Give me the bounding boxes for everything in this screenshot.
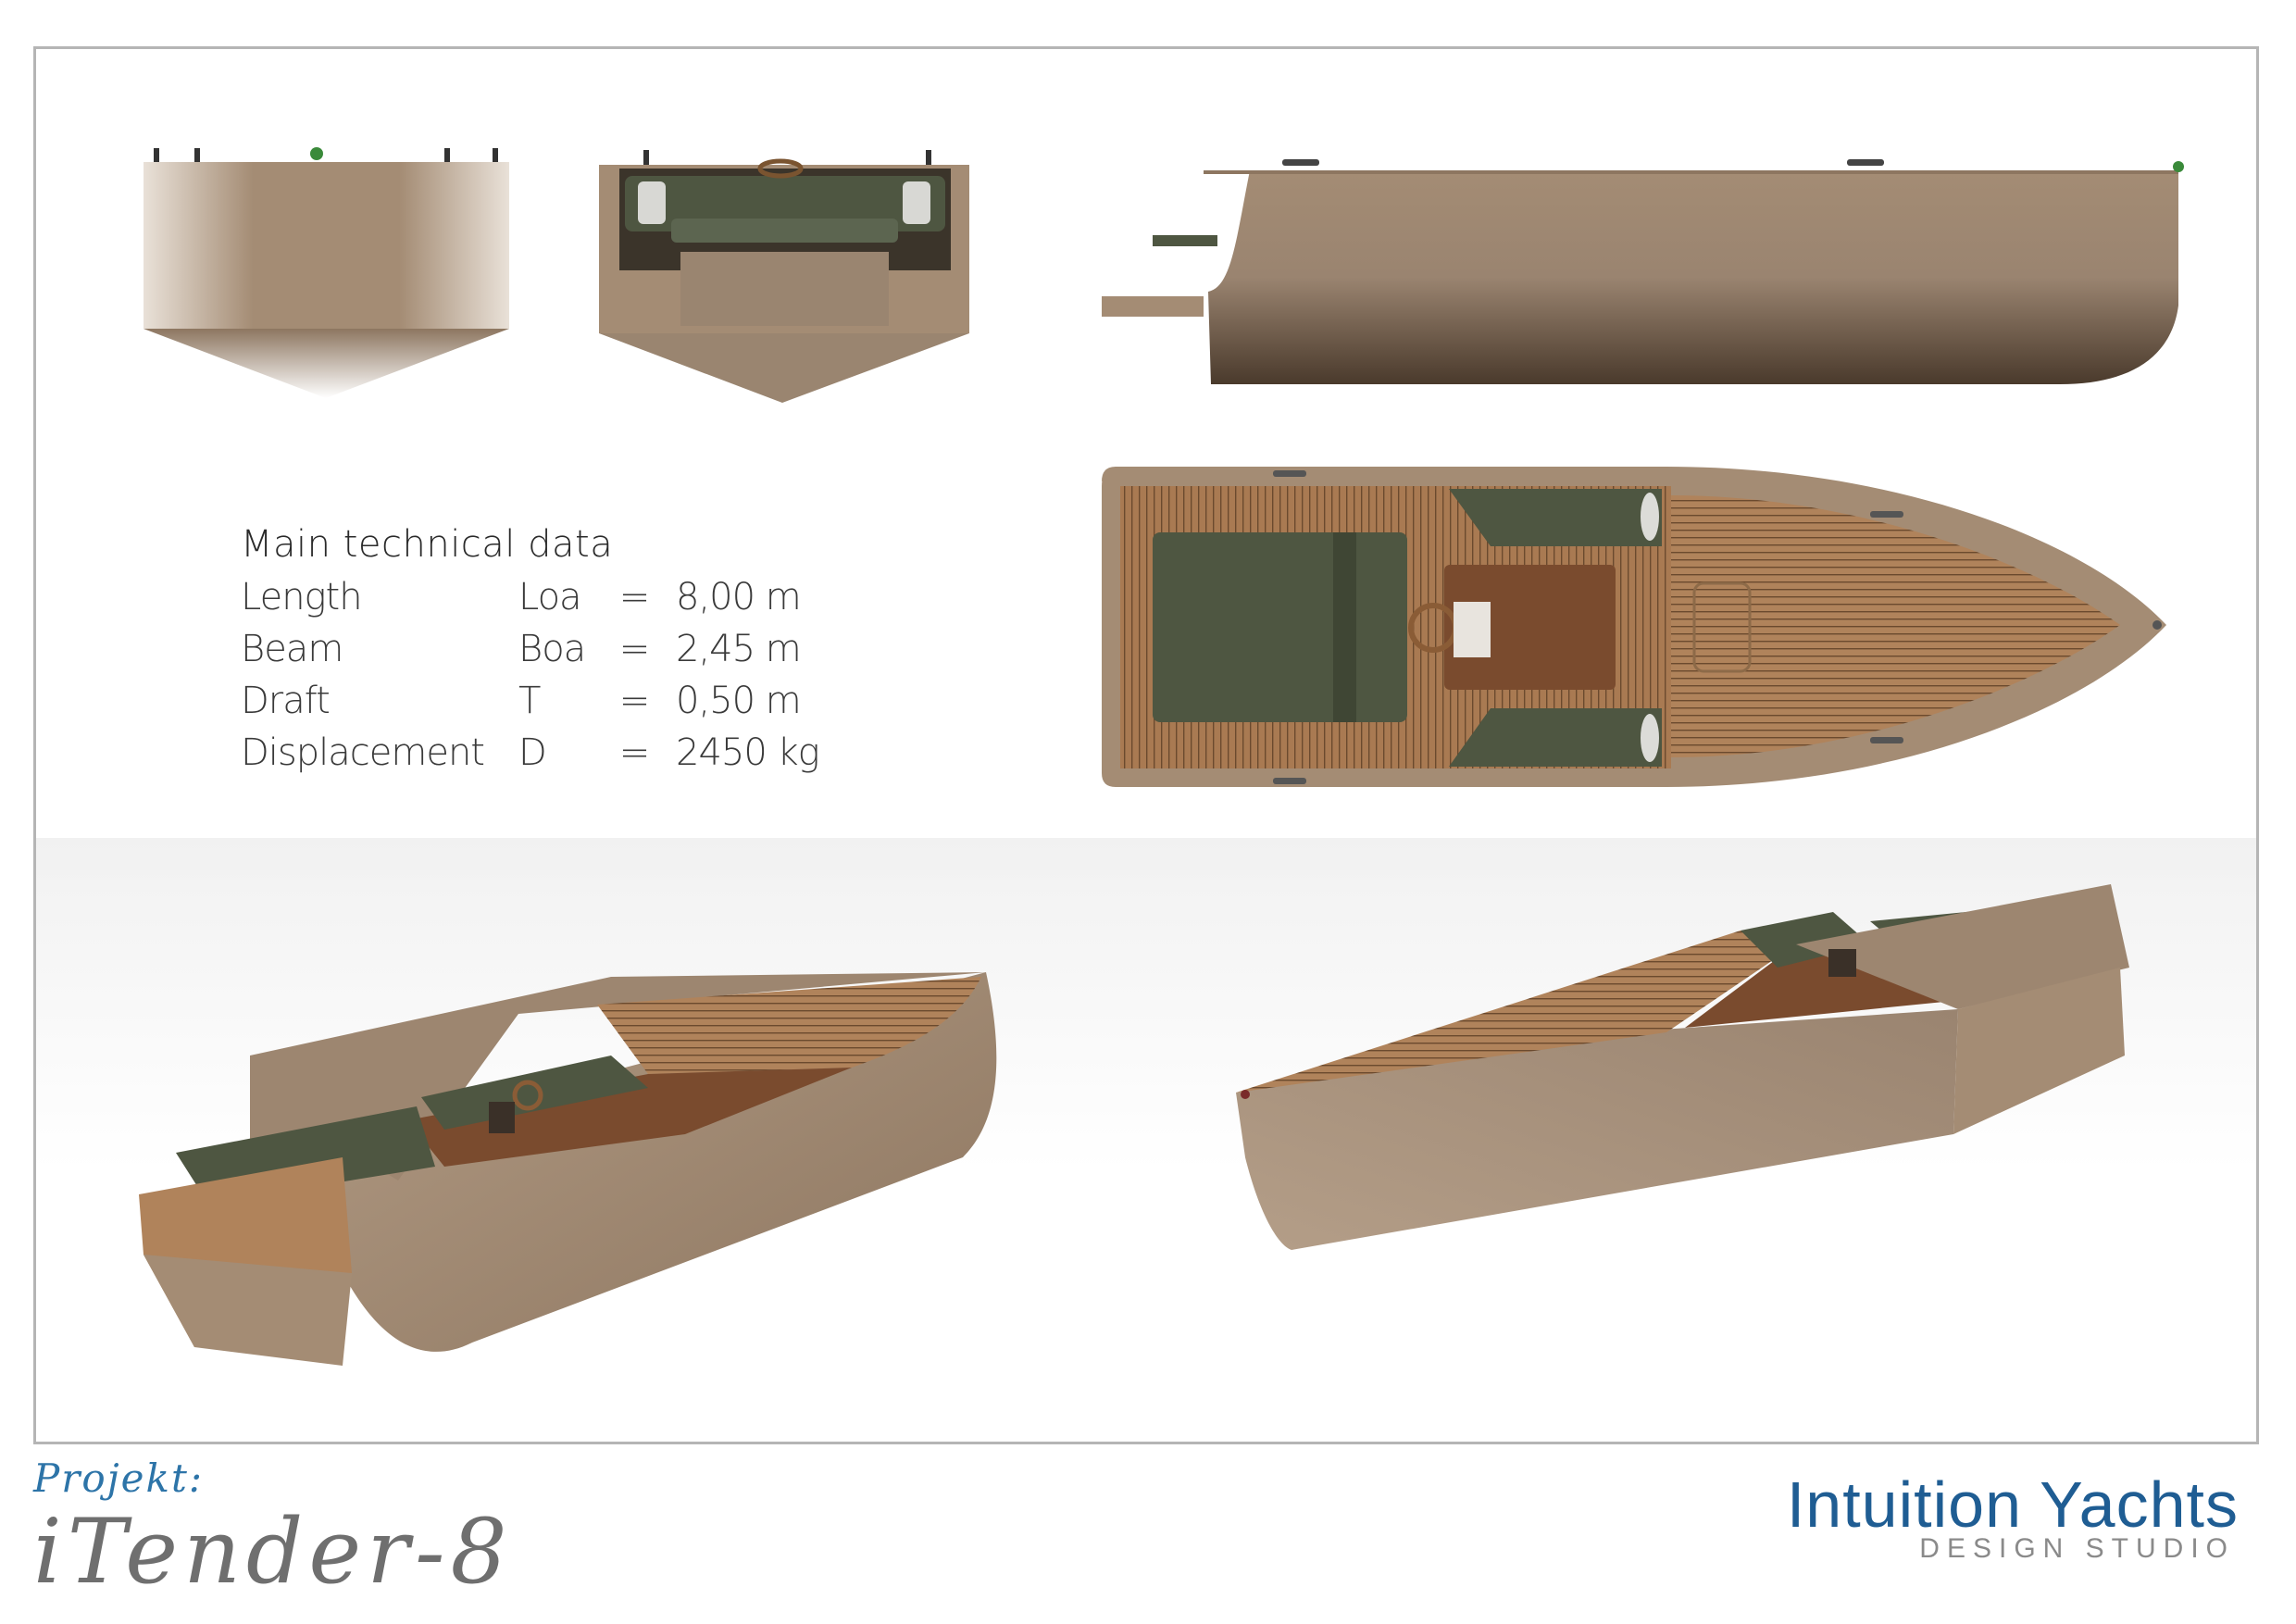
top-cleat-1	[1273, 470, 1306, 477]
p2-stern-platform	[1953, 968, 2125, 1134]
tech-value: 8,00 m	[676, 576, 802, 618]
top-cleat-2	[1273, 778, 1306, 784]
brand-name: Intuition Yachts	[1786, 1468, 2239, 1541]
rear-cleat-right	[926, 150, 931, 165]
side-cleat-bow	[1847, 159, 1884, 166]
tech-symbol: T	[518, 680, 541, 722]
tech-symbol: D	[518, 731, 547, 774]
side-nav-light	[2173, 161, 2184, 172]
p1-bow-deck	[597, 977, 981, 1074]
boat-perspective-bow-view	[1236, 884, 2129, 1250]
boat-perspective-stern-view	[139, 972, 997, 1366]
p1-console	[489, 1102, 515, 1133]
front-cleat-3	[444, 148, 450, 162]
side-rail-bar	[1204, 170, 2178, 174]
top-bow-light	[2152, 620, 2162, 630]
rear-cleat-left	[643, 150, 649, 165]
tech-value: 2450 kg	[676, 731, 820, 774]
p1-transom	[144, 1255, 352, 1366]
side-cleat-stern	[1282, 159, 1319, 166]
tech-value: 2,45 m	[676, 628, 802, 670]
rear-steering-wheel	[757, 158, 804, 179]
top-cleat-3	[1870, 511, 1903, 518]
top-table	[1444, 565, 1616, 690]
top-hatch	[1692, 581, 1752, 673]
side-swim-platform	[1102, 296, 1204, 317]
p1-steering-wheel	[512, 1080, 543, 1111]
technical-data-block: Main technical data Length Loa = 8,00 m …	[241, 523, 833, 779]
front-keel	[144, 329, 509, 398]
tech-value: 0,50 m	[676, 680, 802, 722]
project-name: iTender-8	[33, 1500, 513, 1604]
front-hull	[144, 162, 509, 329]
top-side-seat-upper	[1449, 489, 1662, 546]
top-sunpad	[1153, 532, 1407, 722]
project-label: Projekt:	[33, 1455, 204, 1501]
p2-bow-deck	[1236, 931, 1796, 1093]
rear-step	[680, 252, 889, 326]
p2-inner-wall	[1796, 884, 2129, 1009]
tech-row-beam: Beam Boa = 2,45 m	[241, 623, 833, 675]
p2-bow-light	[1241, 1090, 1250, 1099]
tech-eq: =	[618, 576, 651, 618]
tech-name: Draft	[241, 680, 331, 722]
tech-name: Displacement	[241, 731, 485, 774]
top-console	[1454, 602, 1491, 657]
tech-eq: =	[618, 731, 651, 774]
tech-row-draft: Draft T = 0,50 m	[241, 675, 833, 727]
rear-keel	[599, 333, 969, 403]
tech-eq: =	[618, 680, 651, 722]
tech-name: Beam	[241, 628, 343, 670]
boat-rear-view	[599, 150, 969, 403]
p2-console	[1828, 949, 1856, 977]
top-sunpad-divider	[1333, 532, 1356, 722]
front-cleat-right	[493, 148, 498, 162]
boat-top-view	[1102, 467, 2166, 787]
rear-cushion-right	[903, 181, 930, 224]
p1-cockpit-floor	[407, 1068, 852, 1167]
front-cleat-2	[194, 148, 200, 162]
rear-seat	[671, 219, 898, 243]
tech-symbol: Loa	[518, 576, 582, 618]
tech-row-length: Length Loa = 8,00 m	[241, 571, 833, 623]
top-side-seat-lower	[1449, 708, 1662, 767]
tech-symbol: Boa	[518, 628, 586, 670]
side-platform-cushion	[1153, 235, 1217, 246]
p1-side-seat	[421, 1056, 648, 1130]
technical-data-title: Main technical data	[241, 523, 614, 566]
top-cleat-4	[1870, 737, 1903, 743]
side-hull	[1208, 170, 2178, 384]
top-cushion-upper	[1641, 493, 1659, 541]
front-cleat-left	[154, 148, 159, 162]
top-bow-deck	[1671, 495, 2120, 757]
sheet-frame	[33, 46, 2259, 1444]
tech-eq: =	[618, 628, 651, 670]
rear-cushion-left	[638, 181, 666, 224]
boat-front-view	[144, 147, 509, 398]
p2-front-seat	[1741, 912, 1870, 968]
front-nav-light	[310, 147, 323, 160]
top-cushion-lower	[1641, 714, 1659, 762]
p2-hull-side	[1236, 1009, 1958, 1250]
tech-row-displacement: Displacement D = 2450 kg	[241, 727, 833, 779]
brand-subtitle: DESIGN STUDIO	[1919, 1533, 2235, 1564]
tech-name: Length	[241, 576, 363, 618]
rear-backrest	[625, 176, 945, 231]
boat-side-view	[1102, 159, 2184, 384]
